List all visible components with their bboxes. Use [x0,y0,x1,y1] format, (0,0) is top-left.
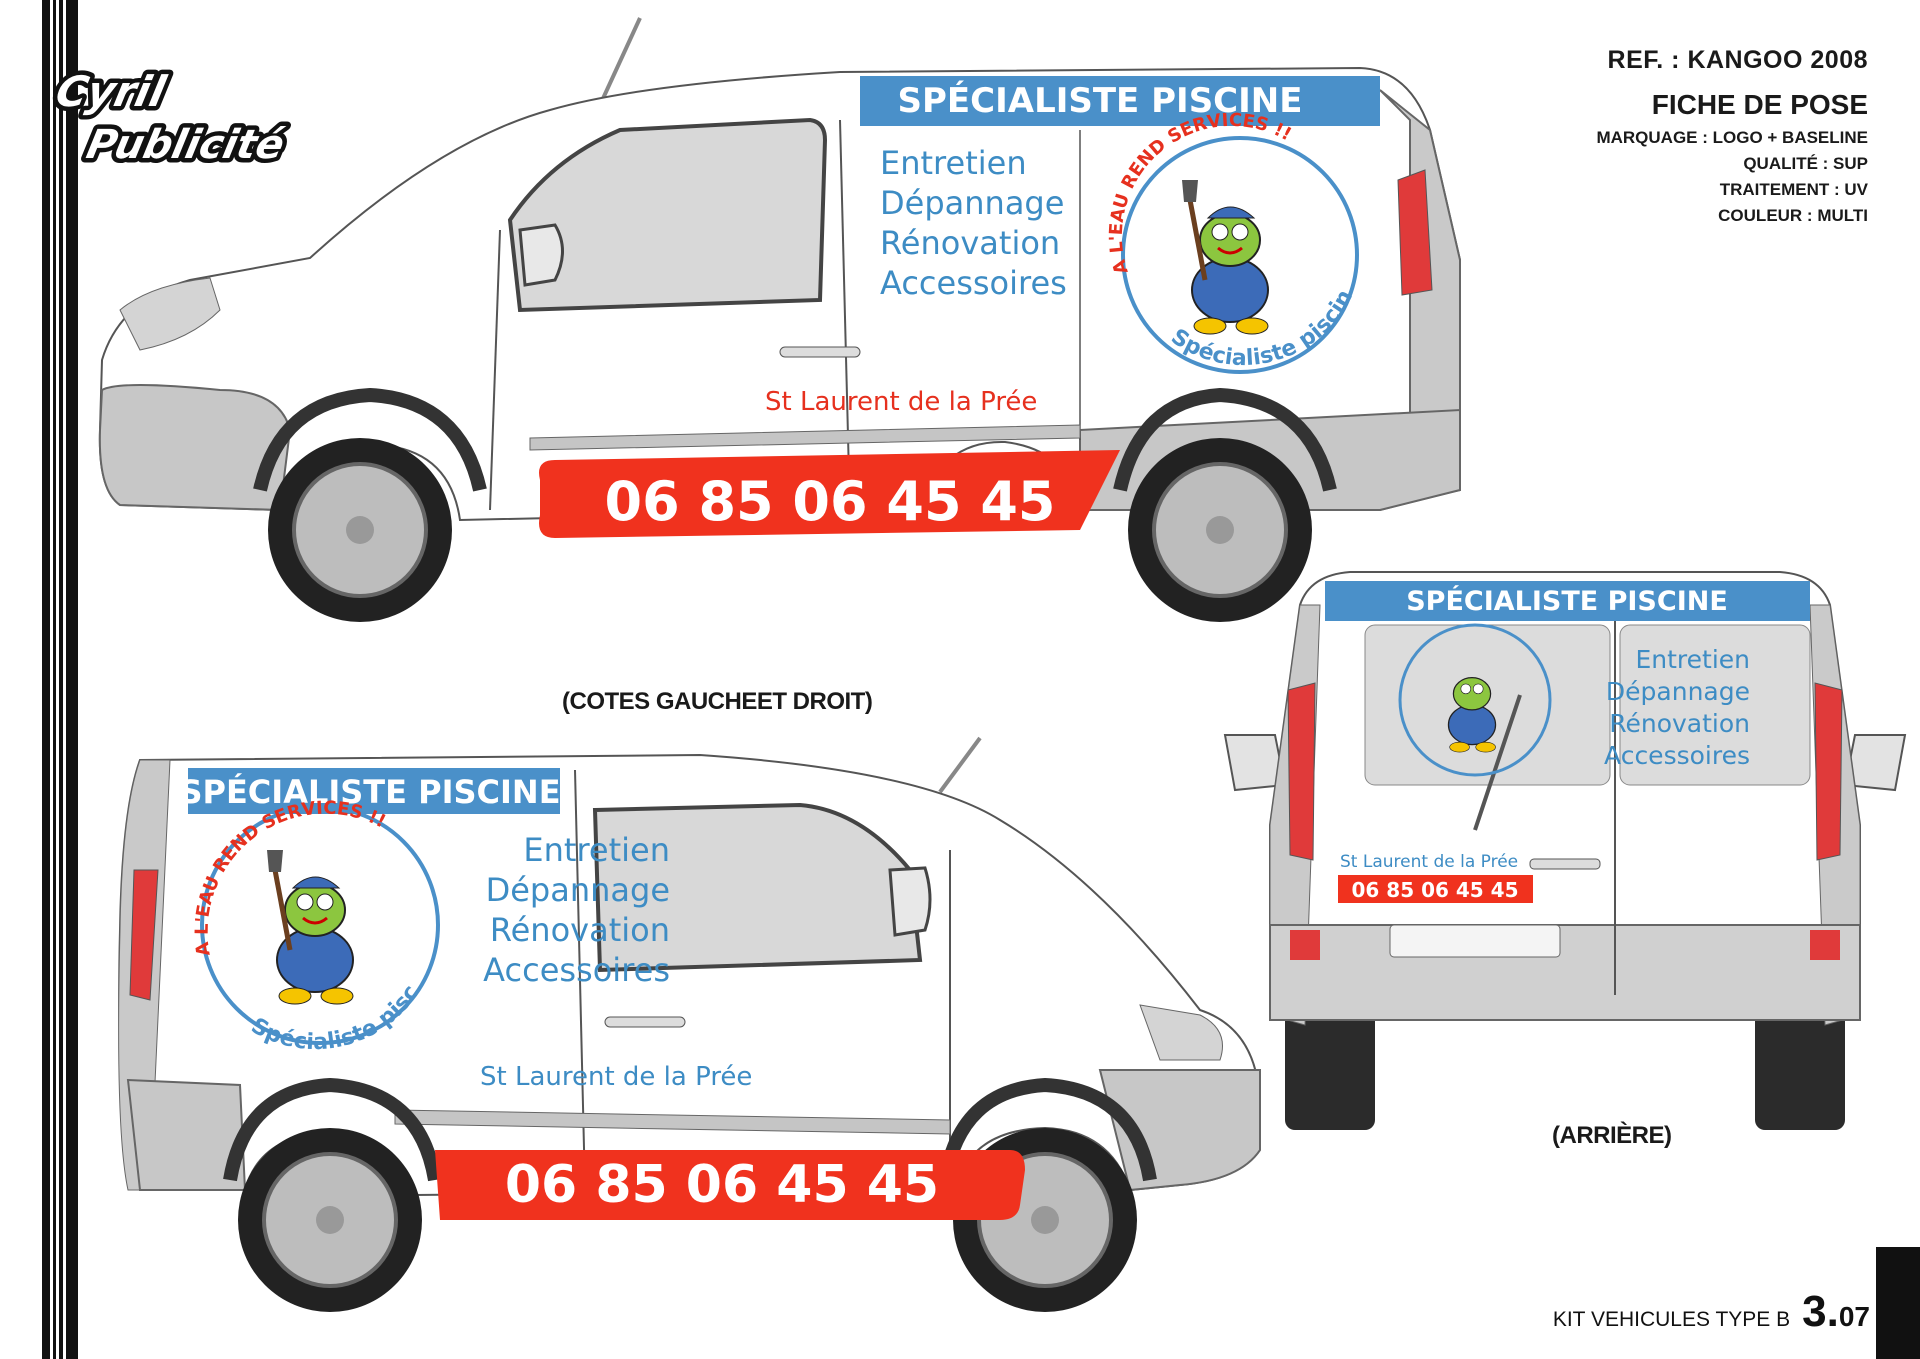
bottom-frog-mascot-icon [267,850,354,1005]
bottom-service-3: Rénovation [490,911,670,949]
rear-service-4: Accessoires [1604,741,1750,770]
rear-location: St Laurent de la Prée [1340,852,1518,872]
rear-phone: 06 85 06 45 45 [1351,878,1518,902]
rear-service-2: Dépannage [1606,677,1750,706]
rear-service-3: Rénovation [1609,709,1750,738]
caption-rear: (ARRIÈRE) [1552,1122,1672,1149]
bottom-service-1: Entretien [523,831,670,869]
bottom-phone: 06 85 06 45 45 [505,1155,939,1215]
cyril-publicite-logo: Cyril Cyril Publicité Publicité [47,64,293,172]
logo-circle [1121,136,1359,374]
banner-text: SPÉCIALISTE PISCINE [898,80,1303,121]
logo-text-line2: Publicité [83,120,289,167]
spec-marquage: MARQUAGE : LOGO + BASELINE [1596,128,1868,147]
service-2: Dépannage [880,184,1064,222]
reference: REF. : KANGOO 2008 [1607,46,1868,74]
bottom-service-2: Dépannage [486,871,670,909]
van-side-right: SPÉCIALISTE PISCINE Entretien Dépannage … [100,730,1261,1312]
rear-banner-text: SPÉCIALISTE PISCINE [1406,585,1728,617]
caption-sides: (COTES GAUCHEET DROIT) [562,688,873,715]
sheet-info: REF. : KANGOO 2008 FICHE DE POSE MARQUAG… [1596,46,1868,229]
logo-text-line1-fill: Cyril [51,68,170,116]
location: St Laurent de la Prée [765,387,1037,417]
service-1: Entretien [880,144,1027,182]
rear-service-1: Entretien [1635,645,1750,674]
side-stripes [0,0,80,1359]
phone-band [539,450,1120,538]
van-rear: SPÉCIALISTE PISCINE Entretien Dépannage … [1223,571,1907,1130]
bottom-rear-wheel [238,1128,422,1312]
bottom-banner-text: SPÉCIALISTE PISCINE [179,773,560,811]
van-side-left: SPÉCIALISTE PISCINE Entretien Dépannage … [80,10,1461,622]
banner [860,76,1380,126]
footer: KIT VEHICULES TYPE B 3. 07 [1553,1287,1870,1337]
phone-number: 06 85 06 45 45 [605,470,1056,533]
rear-wheel [1128,438,1312,622]
sheet-title: FICHE DE POSE [1651,89,1868,120]
bottom-location: St Laurent de la Prée [480,1062,752,1092]
footer-kit: KIT VEHICULES TYPE B [1552,1308,1791,1331]
logo-text-line1: Cyril [51,68,170,116]
spec-traitement: TRAITEMENT : UV [1719,180,1868,199]
logo-text-line2-fill: Publicité [83,120,289,167]
rear-frog-mascot-icon [1447,677,1497,753]
service-4: Accessoires [880,264,1067,302]
front-wheel [268,438,452,622]
frog-mascot-icon [1182,180,1269,335]
spec-couleur: COULEUR : MULTI [1718,206,1868,225]
footer-page-minor: 07 [1838,1301,1870,1332]
footer-page-major: 3. [1802,1287,1839,1336]
corner-block [1876,1247,1920,1359]
service-3: Rénovation [880,224,1060,262]
bottom-service-4: Accessoires [483,951,670,989]
spec-qualite: QUALITÉ : SUP [1743,154,1868,173]
